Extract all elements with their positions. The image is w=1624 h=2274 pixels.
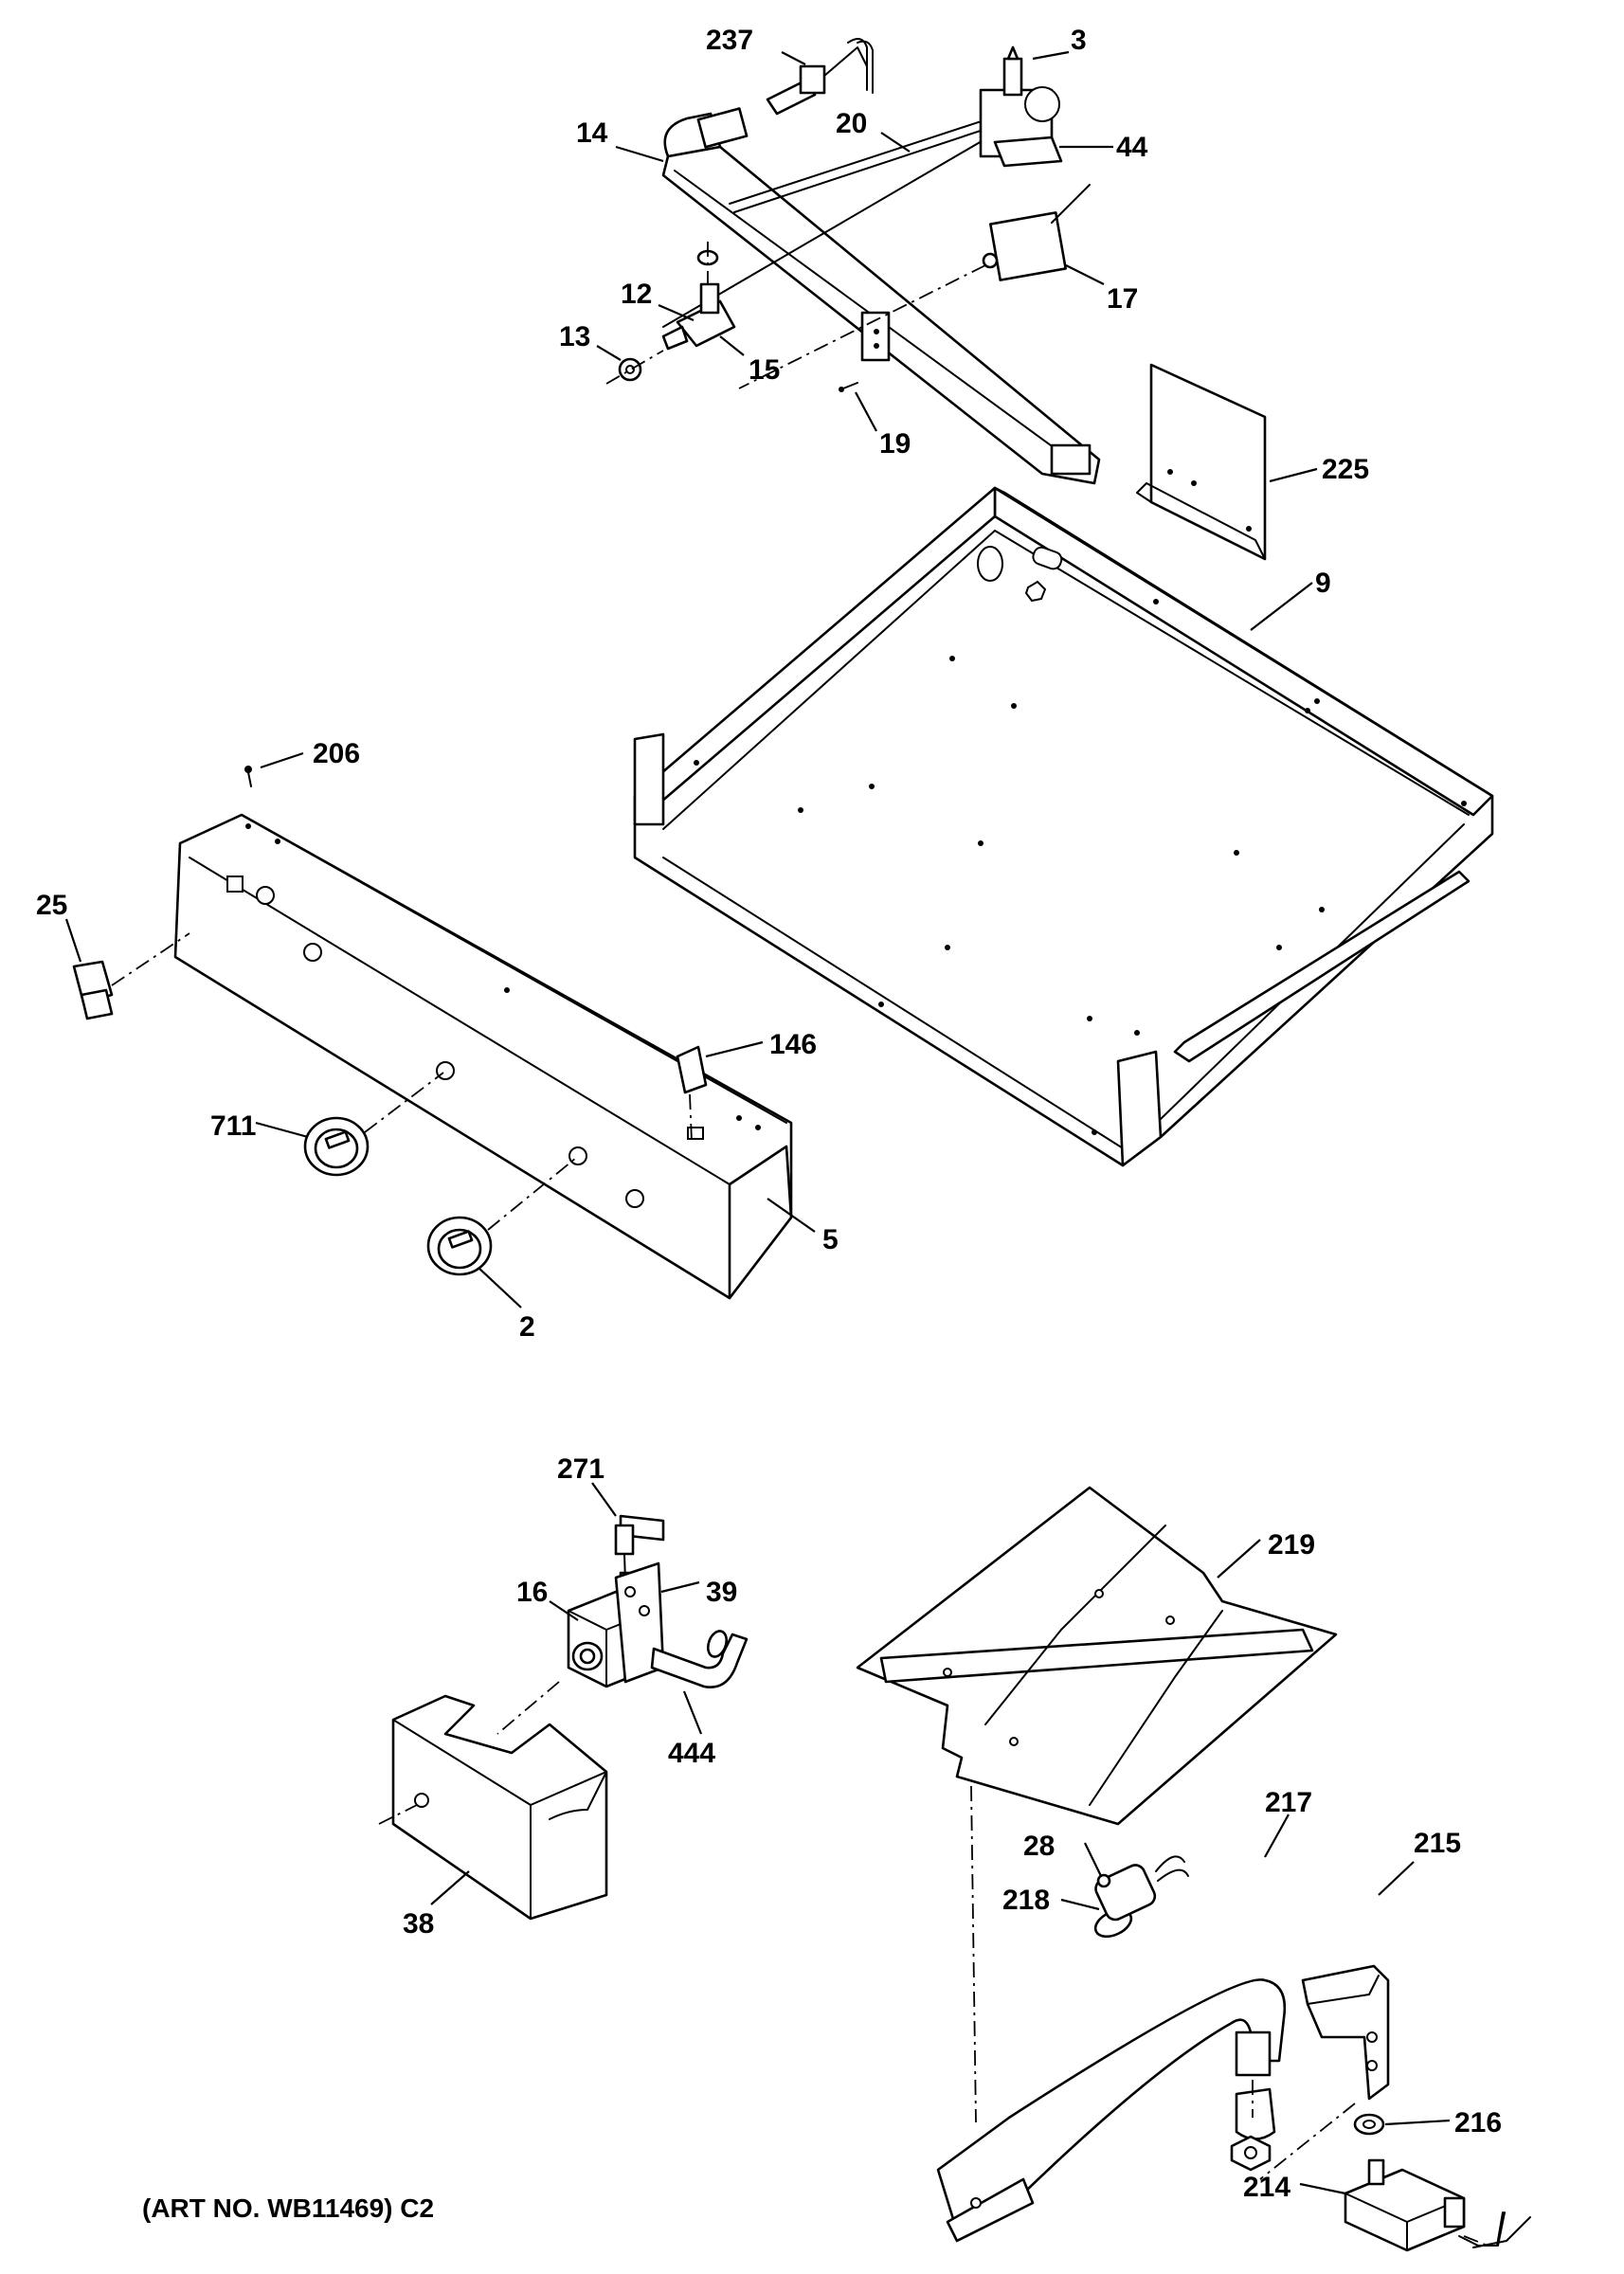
- callout-214: 214: [1243, 2172, 1290, 2203]
- callout-237: 237: [706, 25, 753, 56]
- callout-218: 218: [1002, 1885, 1050, 1916]
- callout-20: 20: [836, 108, 867, 139]
- burner-valve: [605, 242, 736, 385]
- clip-25: [72, 932, 190, 1020]
- orifice-fitting: [766, 38, 874, 116]
- cover-38: [378, 1694, 608, 1921]
- pilot-tube: [662, 113, 1007, 328]
- igniter-214: [1344, 2158, 1531, 2252]
- callout-17: 17: [1107, 283, 1138, 315]
- screw-19: [839, 382, 858, 392]
- callout-12: 12: [621, 279, 652, 310]
- callout-219: 219: [1268, 1529, 1315, 1561]
- callout-206: 206: [313, 738, 360, 769]
- knob-711: [303, 1072, 444, 1177]
- burner-box-9: [633, 486, 1494, 1167]
- shield-225: [1136, 363, 1267, 561]
- burner-tube-217: [936, 1978, 1287, 2243]
- igniter-dash: [1463, 2235, 1489, 2247]
- callout-271: 271: [557, 1453, 604, 1485]
- callout-38: 38: [403, 1908, 434, 1940]
- callout-16: 16: [516, 1577, 548, 1608]
- callout-15: 15: [749, 354, 780, 386]
- callout-5: 5: [822, 1224, 839, 1255]
- callout-215: 215: [1414, 1828, 1461, 1859]
- callout-25: 25: [36, 890, 67, 921]
- igniter-switch: [738, 184, 1091, 389]
- callout-2: 2: [519, 1311, 535, 1343]
- control-panel-5: [173, 813, 793, 1300]
- valve-to-cover-line: [496, 1681, 560, 1735]
- heat-shield-219: [856, 1486, 1338, 1826]
- callout-9: 9: [1315, 568, 1331, 599]
- callout-444: 444: [668, 1738, 715, 1769]
- callout-19: 19: [879, 428, 911, 460]
- art-number-footer: (ART NO. WB11469) C2: [142, 2193, 434, 2223]
- callout-711: 711: [210, 1110, 256, 1142]
- fitting-271: [614, 1514, 665, 1583]
- nut: [1230, 2135, 1272, 2172]
- gas-manifold-pipe: [661, 107, 1101, 485]
- knob-2: [426, 1157, 577, 1276]
- leader-lines: [64, 50, 1451, 2195]
- tray-holes: [694, 599, 1467, 1135]
- shield-to-burner-line: [970, 1785, 977, 2123]
- pipe-444: [650, 1630, 749, 1688]
- callout-3: 3: [1071, 25, 1087, 56]
- fitting-cup: [1235, 2080, 1276, 2140]
- washer-216: [1353, 2113, 1385, 2136]
- pilot-burner-bracket: [979, 45, 1063, 168]
- callout-39: 39: [706, 1577, 737, 1608]
- bracket-215: [1259, 1964, 1390, 2180]
- callout-225: 225: [1322, 454, 1369, 485]
- callout-216: 216: [1454, 2107, 1502, 2139]
- screw-206: [244, 766, 252, 787]
- callout-labels: 237 3 20 14 44 17 12 13 15 19 225 9 206 …: [36, 25, 1502, 2203]
- callout-13: 13: [559, 321, 590, 352]
- callout-28: 28: [1023, 1831, 1055, 1862]
- electrode-218: [1093, 1855, 1189, 1939]
- callout-14: 14: [576, 117, 608, 149]
- callout-44: 44: [1116, 132, 1148, 163]
- callout-217: 217: [1265, 1787, 1312, 1818]
- callout-146: 146: [769, 1029, 817, 1060]
- screw-28: [1096, 1873, 1111, 1888]
- clip-146: [676, 1045, 708, 1143]
